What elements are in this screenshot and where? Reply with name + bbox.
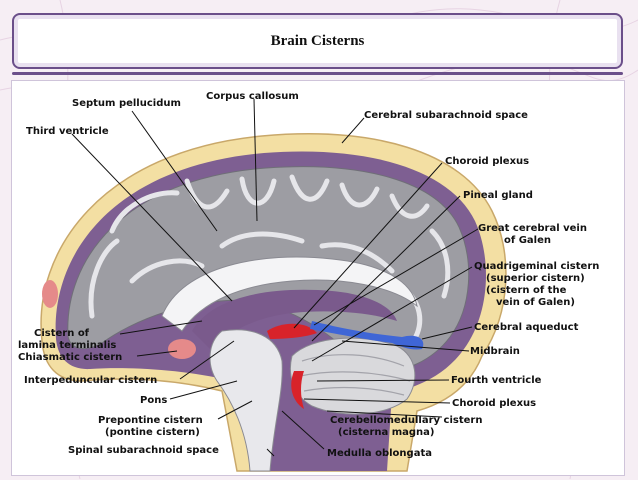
label-chiasmatic-cistern: Chiasmatic cistern [18,352,122,363]
label-cistern-lamina-2: lamina terminalis [18,340,116,351]
label-cerebellomedullary-2: (cisterna magna) [338,427,434,438]
label-pons: Pons [140,395,167,406]
label-quadrigeminal-4: vein of Galen) [496,297,575,308]
label-midbrain: Midbrain [470,346,520,357]
label-interpeduncular-cistern: Interpeduncular cistern [24,375,157,386]
title-underline [12,72,623,75]
label-cerebral-subarachnoid-space: Cerebral subarachnoid space [364,110,528,121]
label-cerebellomedullary-1: Cerebellomedullary cistern [330,415,482,426]
label-spinal-subarachnoid-space: Spinal subarachnoid space [68,445,219,456]
choroid-plexus-lower-shape [291,371,304,409]
label-medulla-oblongata: Medulla oblongata [327,448,432,459]
label-cistern-lamina-1: Cistern of [34,328,90,339]
cerebellum-shape [289,337,416,415]
label-quadrigeminal-2: (superior cistern) [486,273,585,284]
label-prepontine-2: (pontine cistern) [105,427,200,438]
label-cerebral-aqueduct: Cerebral aqueduct [474,322,579,333]
label-choroid-plexus-top: Choroid plexus [445,156,529,167]
label-quadrigeminal-1: Quadrigeminal cistern [474,261,599,272]
label-corpus-callosum: Corpus callosum [206,91,299,102]
label-quadrigeminal-3: (cistern of the [486,285,567,296]
cistern-lamina-shape [42,280,58,308]
brain-diagram: Septum pellucidum Corpus callosum Third … [18,91,599,472]
leader-lines [71,98,479,457]
chiasmatic-cistern-shape [168,339,196,359]
cerebellum-folia [299,354,411,396]
brainstem-shape [209,329,283,472]
label-great-cerebral-vein-1: Great cerebral vein [478,223,587,234]
brain-diagram-figure: Septum pellucidum Corpus callosum Third … [11,80,625,476]
label-prepontine-1: Prepontine cistern [98,415,203,426]
label-fourth-ventricle: Fourth ventricle [451,375,542,386]
title-bar: Brain Cisterns [12,13,623,69]
choroid-plexus-shape [267,323,317,339]
label-third-ventricle: Third ventricle [26,126,109,137]
slide-title: Brain Cisterns [270,32,365,49]
label-choroid-plexus-bottom: Choroid plexus [452,398,536,409]
label-great-cerebral-vein-2: of Galen [504,235,551,246]
vein-of-galen-shape [310,321,424,350]
ventricle-shape [192,289,397,351]
label-septum-pellucidum: Septum pellucidum [72,98,181,109]
corpus-callosum-shape [161,256,418,332]
label-pineal-gland: Pineal gland [463,190,533,201]
